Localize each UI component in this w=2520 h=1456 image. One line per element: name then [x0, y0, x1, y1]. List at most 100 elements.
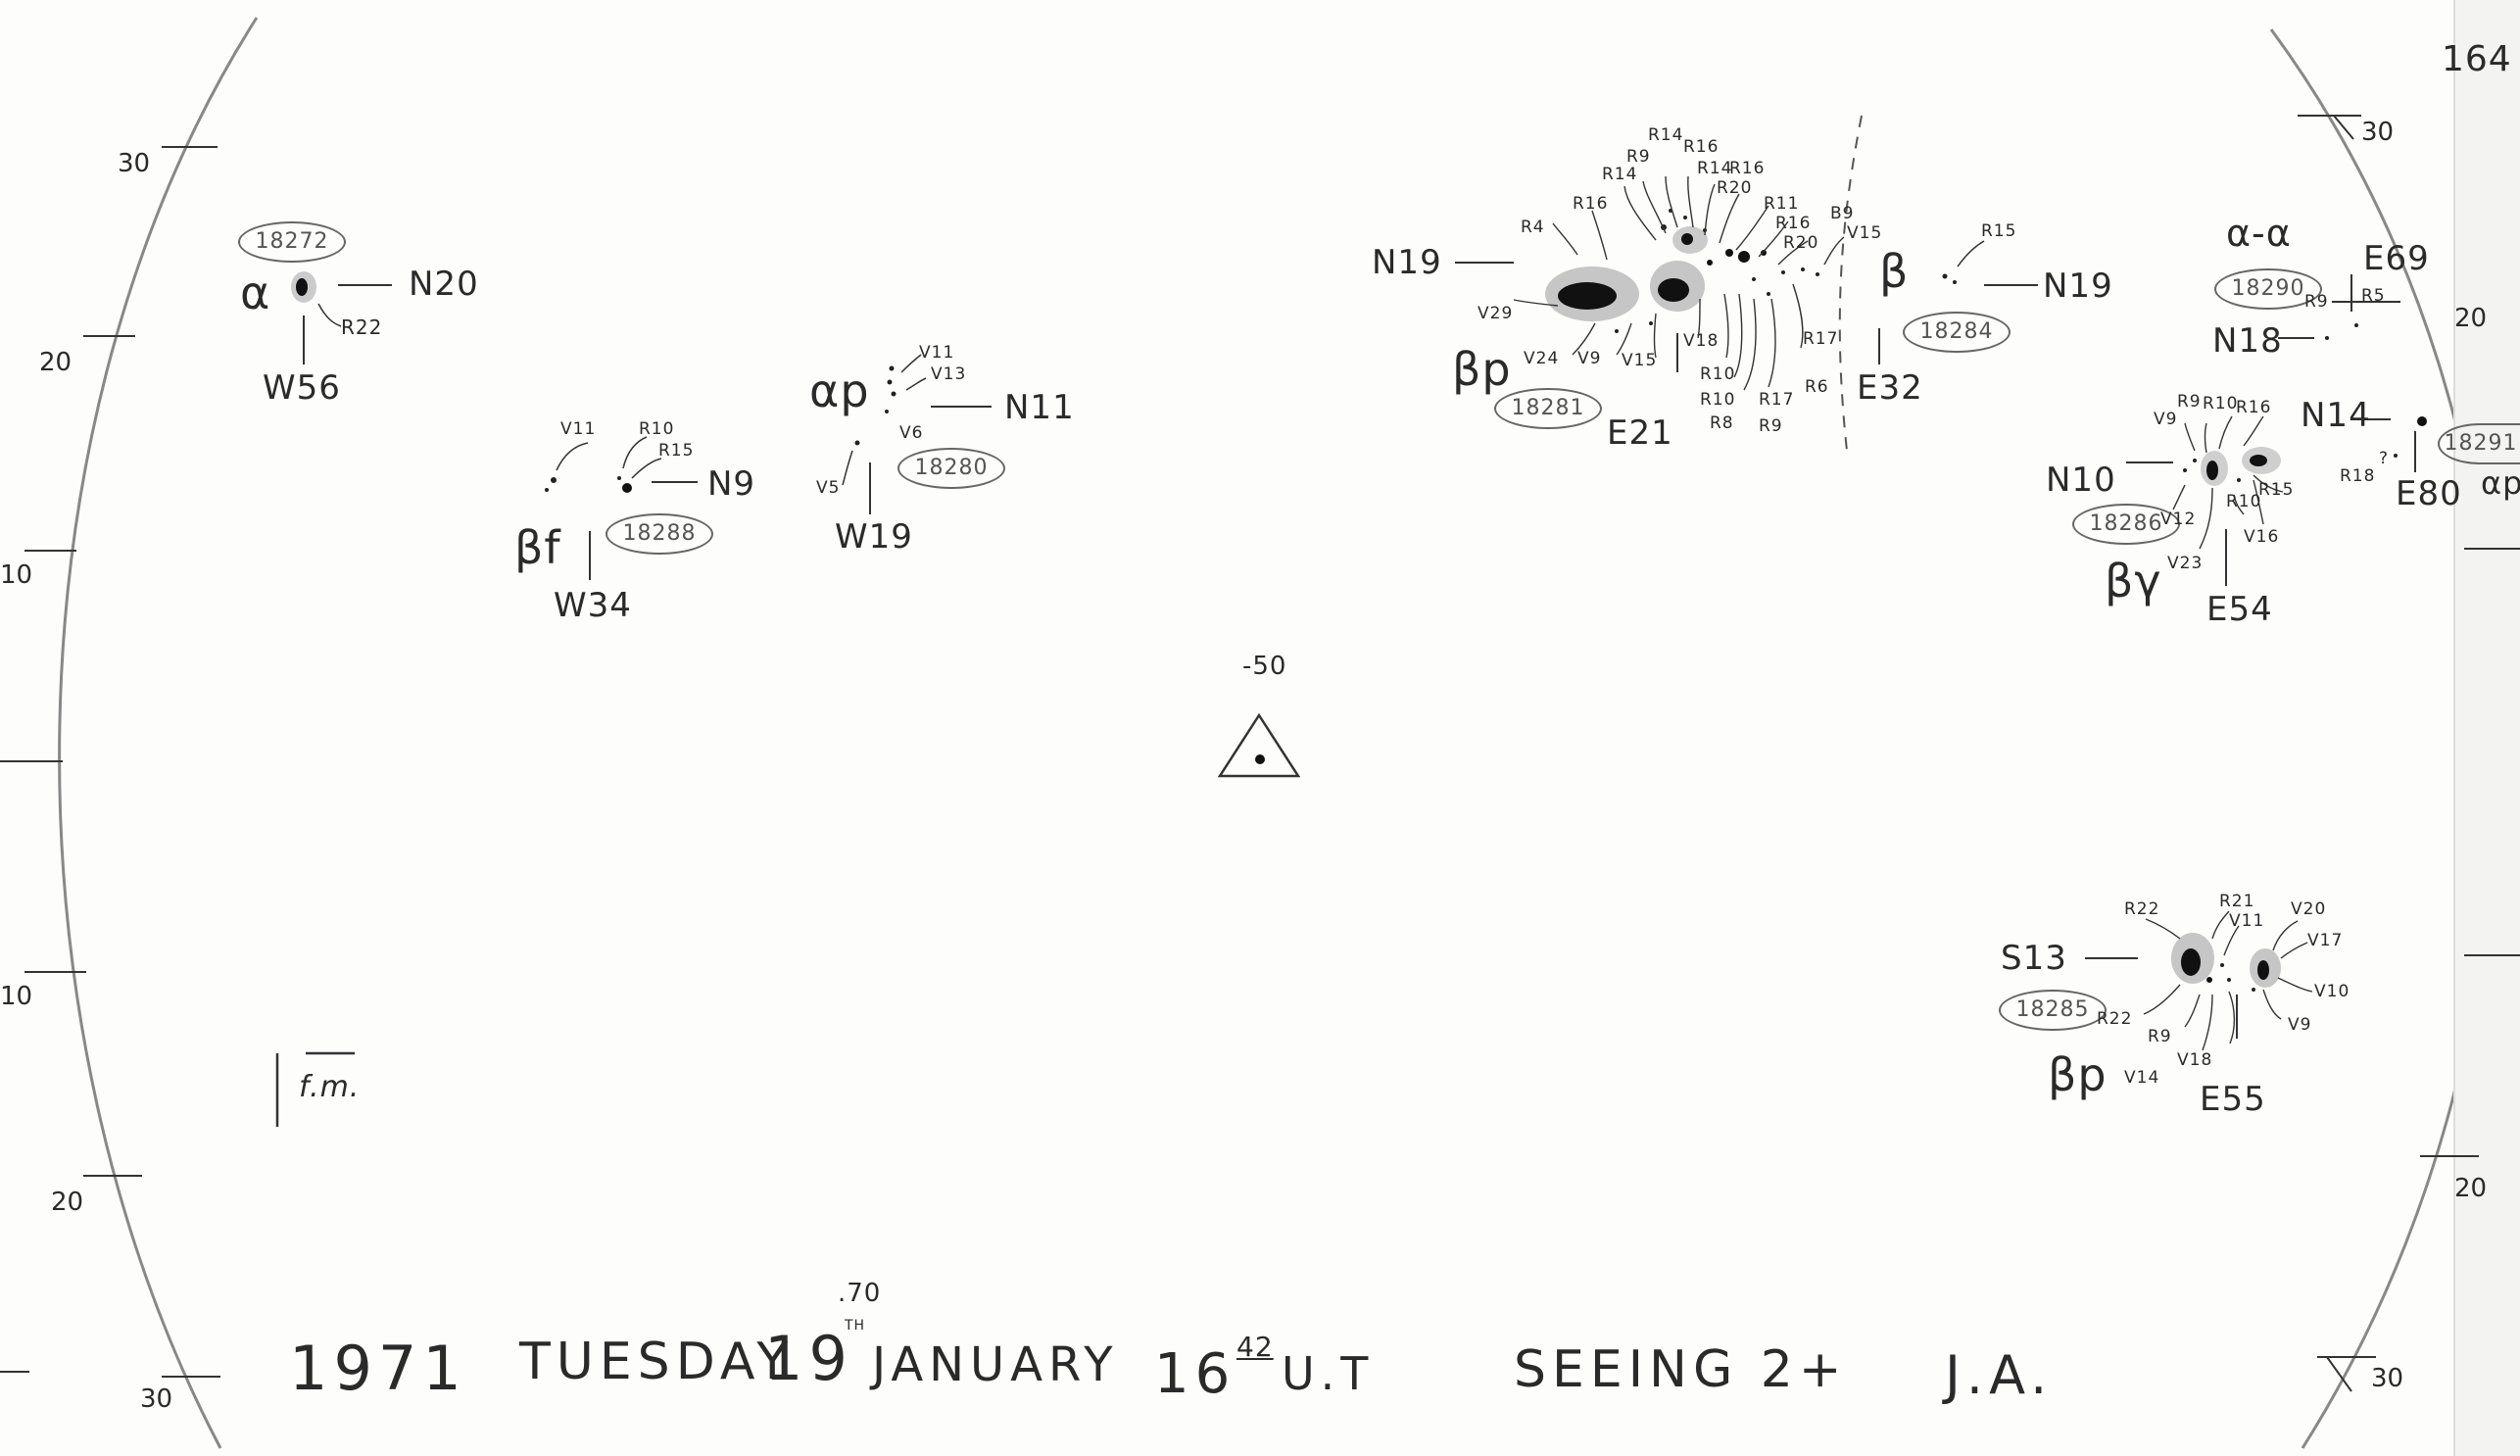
footer-seeing: SEEING 2+ [1514, 1340, 1848, 1399]
spot-18286-2: R10 [2203, 394, 2239, 413]
spot-18285-4: V17 [2307, 931, 2344, 950]
scale-left-30-top: 30 [118, 149, 151, 178]
spot-18281-21: R9 [1759, 416, 1783, 436]
noaa-number-18272: 18272 [238, 221, 346, 263]
spot-18281-1: R16 [1573, 194, 1609, 214]
spot-18281-6: R14 [1697, 159, 1733, 178]
lat-18280: N11 [1004, 388, 1075, 427]
spot-18291-1: ? [2379, 449, 2390, 468]
lon-18286: E54 [2206, 590, 2273, 629]
spot-18285-8: R9 [2148, 1027, 2172, 1046]
spot-18272-0: R22 [341, 315, 383, 339]
footer-year: 1971 [289, 1333, 467, 1404]
footer-day: TUESDAY [519, 1333, 795, 1391]
spot-18281-8: R20 [1717, 178, 1753, 198]
spot-18288-2: R15 [658, 441, 695, 461]
spot-18281-18: R10 [1700, 390, 1736, 410]
page-number: 164 [2442, 39, 2512, 79]
lon-18288: W34 [554, 586, 632, 625]
footer-date-suffix: TH [845, 1318, 866, 1334]
lat-18284: N19 [2043, 267, 2113, 306]
spot-18286-3: R16 [2236, 398, 2272, 417]
disc-centre-marker [1217, 712, 1301, 778]
class-18285: βp [2048, 1048, 2108, 1101]
spot-18281-14: V9 [1577, 349, 1602, 368]
spot-18286-4: V12 [2160, 510, 2197, 529]
scale-left-10-top: 10 [0, 560, 33, 590]
scale-right-30-top: 30 [2361, 118, 2395, 147]
spot-18288-0: V11 [560, 419, 597, 439]
scale-left-10-bottom: 10 [0, 982, 33, 1011]
class-18280: αp [809, 364, 870, 417]
spot-18280-2: V6 [899, 423, 924, 443]
class-18286: βγ [2105, 555, 2162, 607]
spot-18285-1: R21 [2219, 892, 2255, 911]
lat-18290: N18 [2212, 321, 2283, 361]
centre-mark-label: -50 [1242, 652, 1287, 681]
spot-18281-12: V29 [1478, 304, 1514, 323]
spot-18281-0: R4 [1521, 218, 1545, 237]
group-18290-sketch [2278, 274, 2358, 340]
group-18284-sketch [1878, 240, 2038, 364]
lon-18272: W56 [263, 368, 341, 408]
spot-18285-6: V9 [2288, 1015, 2312, 1035]
spot-18291-0: R18 [2340, 466, 2376, 486]
lon-18285: E55 [2200, 1080, 2266, 1119]
spot-18281-24: B9 [1830, 204, 1855, 223]
class-18272: α [240, 267, 271, 319]
footer-observer: J.A. [1945, 1344, 2054, 1406]
group-18272-sketch [291, 271, 392, 364]
group-18280-sketch [842, 354, 992, 514]
scale-right-20-top: 20 [2454, 304, 2488, 333]
noaa-number-18290: 18290 [2214, 268, 2322, 310]
lon-18281: E21 [1607, 413, 1673, 453]
class-18291: αp [2481, 464, 2520, 502]
group-18281-sketch [1455, 115, 1863, 452]
spot-18281-22: R6 [1805, 377, 1829, 397]
solar-limb-left [58, 17, 259, 1449]
spot-18281-16: V18 [1683, 331, 1720, 351]
spot-18280-3: V5 [816, 478, 841, 498]
spot-18281-25: V15 [1847, 223, 1883, 243]
class-18290: α-α [2226, 212, 2292, 255]
noaa-number-18286: 18286 [2072, 504, 2180, 545]
spot-18281-2: R14 [1602, 165, 1638, 184]
spot-18281-10: R16 [1775, 214, 1812, 233]
spot-18281-11: R20 [1783, 233, 1819, 253]
scale-left-20-top: 20 [39, 348, 73, 377]
spot-18286-6: R15 [2258, 480, 2295, 500]
left-scale-ticks [0, 146, 220, 1378]
scale-bar-label: f.m. [299, 1070, 361, 1104]
spot-18281-23: R17 [1803, 329, 1839, 349]
spot-18288-1: R10 [639, 419, 675, 439]
class-18281: βp [1452, 343, 1512, 396]
group-18288-sketch [545, 436, 698, 580]
spot-18281-13: V24 [1524, 349, 1560, 368]
lon-18284: E32 [1857, 368, 1923, 408]
spot-18285-0: R22 [2124, 899, 2160, 919]
class-18284: β [1879, 245, 1910, 298]
footer-month: JANUARY [872, 1337, 1119, 1392]
spot-18281-20: R17 [1759, 390, 1795, 410]
scale-left-20-bottom: 20 [51, 1188, 84, 1217]
lon-18280: W19 [835, 517, 913, 557]
footer-date: 19 [764, 1323, 853, 1394]
spot-18285-7: R22 [2097, 1009, 2133, 1029]
spot-18281-17: R10 [1700, 364, 1736, 384]
spot-18281-19: R8 [1710, 413, 1734, 433]
page-edge [2454, 0, 2520, 1456]
lat-18288: N9 [707, 464, 756, 504]
noaa-number-18291: 18291 [2438, 423, 2520, 464]
spot-18286-8: V16 [2244, 527, 2280, 547]
lat-18285: S13 [2001, 939, 2067, 978]
lat-18291: N14 [2301, 396, 2371, 435]
noaa-number-18285: 18285 [1999, 990, 2107, 1031]
group-18291-sketch [2366, 416, 2427, 472]
group-18285-sketch [2085, 910, 2313, 1051]
spot-18286-7: V23 [2167, 554, 2204, 573]
scale-left-30-bottom: 30 [140, 1384, 173, 1414]
noaa-number-18280: 18280 [897, 448, 1005, 489]
spot-18286-1: R9 [2177, 392, 2202, 412]
footer-minute: 42 [1236, 1331, 1274, 1363]
